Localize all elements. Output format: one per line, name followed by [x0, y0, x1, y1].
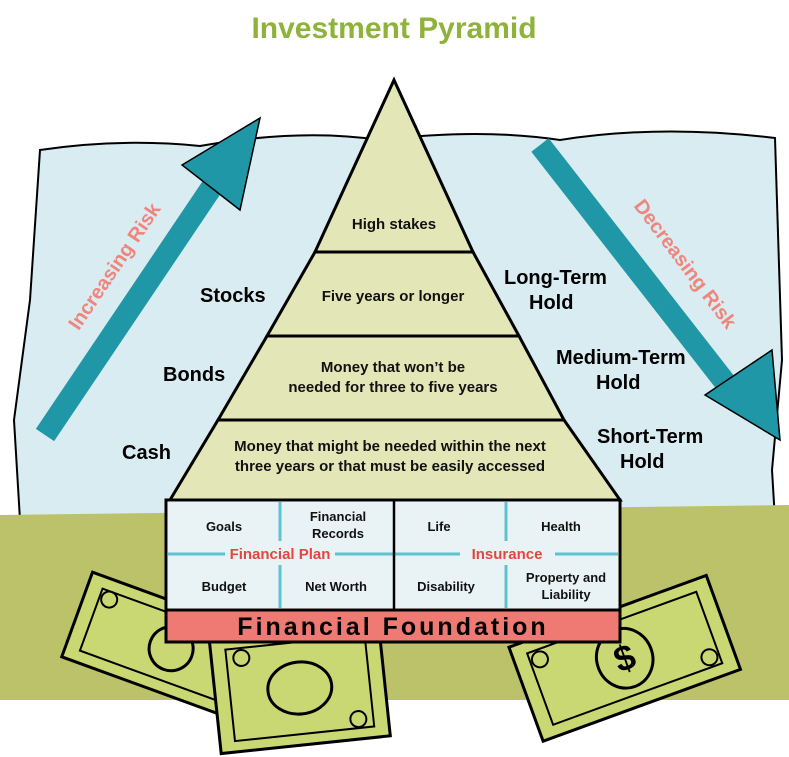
tier-text-top: High stakes: [352, 216, 436, 233]
financial-plan-panel: [168, 502, 393, 608]
decreasing-risk-arrow: [531, 138, 781, 442]
stocks-label: Stocks: [200, 285, 266, 307]
medium-term-label-line2: Hold: [596, 372, 640, 394]
insurance-label: Insurance: [472, 546, 543, 563]
tier-text-2: Five years or longer: [322, 288, 465, 305]
tier-text-3-line2: needed for three to five years: [288, 379, 497, 396]
disability-cell: Disability: [417, 579, 476, 594]
dollar-bill-center-icon: [207, 619, 392, 756]
pyramid-tier-3: [215, 334, 567, 422]
long-term-label-line2: Hold: [529, 292, 573, 314]
short-term-label-line2: Hold: [620, 451, 664, 473]
short-term-label-line1: Short-Term: [597, 426, 703, 448]
tier-text-4-line2: three years or that must be easily acces…: [235, 458, 545, 475]
dollar-bill-right-icon: $: [507, 573, 743, 744]
property-liability-cell-line2: Liability: [541, 587, 591, 602]
financial-records-cell-line1: Financial: [310, 509, 366, 524]
net-worth-cell: Net Worth: [305, 579, 367, 594]
financial-foundation-bar: [164, 608, 622, 644]
increasing-risk-arrow: [35, 116, 262, 442]
life-cell: Life: [427, 519, 450, 534]
financial-records-cell-line2: Records: [312, 526, 364, 541]
financial-plan-label: Financial Plan: [230, 546, 331, 563]
property-liability-cell-line1: Property and: [526, 570, 606, 585]
page-title: Investment Pyramid: [251, 12, 536, 45]
bonds-label: Bonds: [163, 364, 225, 386]
budget-cell: Budget: [202, 579, 247, 594]
long-term-label-line1: Long-Term: [504, 267, 607, 289]
tier-text-3-line1: Money that won’t be: [321, 359, 465, 376]
financial-foundation-label: Financial Foundation: [237, 613, 548, 641]
cash-label: Cash: [122, 442, 171, 464]
tier-text-4-line1: Money that might be needed within the ne…: [234, 438, 546, 455]
goals-cell: Goals: [206, 519, 242, 534]
health-cell: Health: [541, 519, 581, 534]
medium-term-label-line1: Medium-Term: [556, 347, 686, 369]
insurance-panel: [395, 502, 618, 608]
